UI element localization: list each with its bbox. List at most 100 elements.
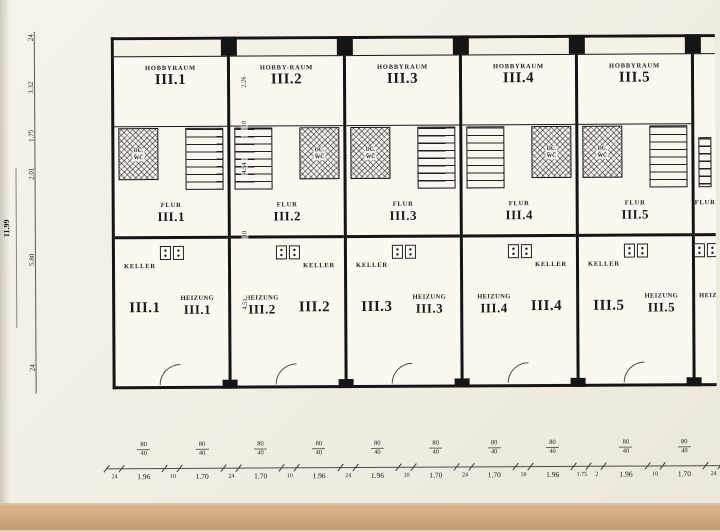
dimension-value: 24 — [28, 355, 36, 381]
keller-zone: KELLER III.5 HEIZUNG III.5 — [579, 236, 693, 384]
dimension-value: 10 — [282, 473, 297, 479]
flur-room: FLUR III.5 — [579, 197, 692, 237]
dimension-over-value: 80 — [531, 439, 574, 447]
dimension-over-value: 80 — [663, 438, 706, 446]
unit-number: III.1 — [129, 300, 160, 317]
meter-icon — [404, 245, 415, 259]
door-arc — [160, 364, 181, 385]
meter-icons — [275, 245, 299, 259]
shower-wc-room: DU. WC — [299, 127, 339, 179]
stairs-icon — [466, 126, 504, 188]
stair-wc-zone: DU. WC — [462, 124, 575, 199]
dimension-value: 24 — [27, 25, 35, 51]
dimension-cell: 80 40 1.70 — [414, 439, 458, 491]
dimension-cell: 80 40 1.96 — [356, 440, 400, 492]
stairs-icon — [698, 137, 711, 187]
terrace-strip — [462, 38, 575, 56]
dimension-over-value: 80 — [472, 439, 515, 447]
du-label: DU. — [546, 145, 557, 151]
keller-zone: KELLER III.1 HEIZUNG III.1 — [115, 239, 229, 387]
party-wall-block — [569, 35, 585, 54]
dimension-value: 1.96 — [356, 471, 399, 480]
flur-room: FLUR III.3 — [347, 198, 460, 238]
overall-height-dimension: 11.99 — [2, 220, 11, 238]
unit-number: III.3 — [361, 299, 392, 316]
dimension-value: 24 — [341, 473, 356, 479]
dimension-under-value: 40 — [371, 447, 384, 456]
table-surface — [0, 503, 720, 530]
lower-numbers: III.1 HEIZUNG III.1 — [119, 295, 224, 318]
dimension-cell: 2 — [589, 439, 604, 491]
wc-label: WC — [597, 152, 609, 158]
dimension-value: 10 — [648, 471, 663, 477]
stair-wc-zone: DU. WC — [114, 126, 227, 201]
hobbyraum-room: HOBBYRAUM III.1 — [114, 56, 227, 128]
dimension-cell: 10 — [282, 440, 297, 492]
dimension-cell: 80 40 1.96 — [604, 438, 648, 490]
du-label: DU. — [365, 146, 376, 152]
shower-wc-room: DU. WC — [582, 126, 622, 178]
dimension-under-value: 40 — [196, 448, 209, 457]
unit-number: III.5 — [645, 299, 679, 314]
dimension-cell: 80 40 1.70 — [180, 441, 224, 493]
unit-partial: FLUR HEIZU — [694, 37, 717, 383]
heizung-room: HEIZUNG III.4 — [477, 293, 511, 315]
stairs-icon — [185, 128, 223, 190]
meter-icon — [275, 245, 286, 259]
dimension-value: 10 — [516, 472, 531, 478]
unit-number: III.5 — [593, 298, 624, 315]
dimension-value: 1.70 — [414, 470, 457, 479]
unit: HOBBYRAUM III.4 DU. WC FLUR III.4 KELLER — [462, 38, 580, 385]
room-label: KELLER — [588, 261, 620, 268]
unit-number: III.3 — [413, 301, 447, 316]
heizung-room: HEIZUNG III.5 — [645, 292, 679, 314]
dimension-over-value: 80 — [239, 440, 282, 448]
meter-icon — [391, 245, 402, 259]
wc-label: WC — [365, 153, 377, 159]
party-wall-block — [453, 35, 469, 54]
dimension-value: 3.32 — [27, 75, 35, 101]
dimension-value: 10 — [399, 473, 414, 479]
stair-wc-zone: DU. WC — [578, 123, 691, 198]
meter-icon — [636, 243, 647, 257]
unit-number: III.4 — [531, 298, 562, 315]
meter-icon — [694, 243, 705, 257]
du-label: DU. — [133, 148, 144, 154]
keller-zone: HEIZU — [695, 236, 717, 383]
dimension-value: 1.75 — [27, 123, 35, 149]
dimension-cell: 10 — [399, 440, 414, 492]
dimension-under-value: 40 — [488, 447, 501, 456]
heizung-room: HEIZUNG III.3 — [413, 294, 447, 316]
floor-plan: HOBBYRAUM III.1 DU. WC FLUR III.1 KELLER — [111, 34, 717, 389]
shower-wc-room: DU. WC — [350, 127, 390, 179]
unit-number: III.5 — [579, 206, 692, 222]
unit-number: III.1 — [114, 72, 227, 90]
unit: HOBBYRAUM III.1 DU. WC FLUR III.1 KELLER — [114, 40, 232, 387]
unit-number: III.2 — [299, 299, 330, 316]
lower-numbers: HEIZU — [699, 292, 712, 299]
dimension-value: 1.96 — [297, 471, 340, 480]
dimension-cell: 80 40 1.96 — [122, 441, 166, 493]
unit-number: III.4 — [463, 207, 576, 223]
dimension-over-value: 80 — [180, 441, 223, 449]
meter-icon — [520, 244, 531, 258]
dimension-value: 1.70 — [663, 469, 706, 478]
dimension-under-value: 40 — [678, 446, 691, 455]
dimension-cell: 10 — [648, 438, 663, 490]
dimension-value: 2.01 — [27, 161, 35, 187]
dimension-cell: 1.75 — [574, 439, 589, 491]
dimension-under-value: 40 — [254, 448, 267, 457]
lower-numbers: III.4 HEIZUNG III.4 — [467, 293, 572, 316]
room-label: KELLER — [356, 262, 388, 269]
dimension-cell: 80 40 1.96 — [531, 439, 575, 491]
door-arc — [508, 362, 529, 383]
dimension-under-value: 40 — [546, 446, 559, 455]
dimension-value: 1.96 — [531, 470, 574, 479]
dimension-value: 10 — [241, 221, 248, 247]
dimension-value: 1.75 — [574, 472, 589, 478]
hobbyraum-room: HOBBYRAUM III.5 — [578, 53, 691, 125]
flur-room: FLUR III.1 — [115, 200, 228, 240]
dimension-over-value: 80 — [414, 439, 457, 447]
